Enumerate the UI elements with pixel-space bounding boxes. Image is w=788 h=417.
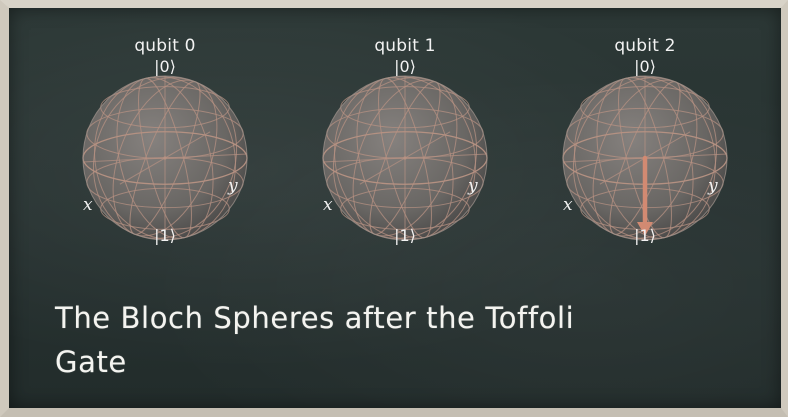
qubit-2-ket-one: |1⟩ (634, 226, 656, 245)
bloch-sphere-qubit-1: qubit 1 |0⟩ x y |1⟩ (305, 30, 505, 260)
qubit-0-ket-zero: |0⟩ (154, 57, 176, 76)
qubit-1-ket-one: |1⟩ (394, 226, 416, 245)
qubit-2-y-axis-label: y (708, 176, 718, 196)
qubit-1-sphere (322, 75, 488, 241)
sphere-outline (82, 75, 248, 241)
qubit-2-sphere (562, 75, 728, 241)
qubit-2-x-axis-label: x (563, 195, 573, 215)
bloch-sphere-qubit-0: qubit 0 |0⟩ x y |1⟩ (65, 30, 265, 260)
qubit-0-y-axis-label: y (228, 176, 238, 196)
sphere-center (163, 156, 167, 160)
qubit-2-title: qubit 2 (614, 36, 676, 56)
qubit-1-y-axis-label: y (468, 176, 478, 196)
qubit-0-x-axis-label: x (83, 195, 93, 215)
qubit-1-ket-zero: |0⟩ (394, 57, 416, 76)
qubit-0-sphere (82, 75, 248, 241)
sphere-center (403, 156, 407, 160)
qubit-1-title: qubit 1 (374, 36, 436, 56)
sphere-outline (562, 75, 728, 241)
qubit-0-title: qubit 0 (134, 36, 196, 56)
sphere-outline (322, 75, 488, 241)
caption-line-1: The Bloch Spheres after the Toffoli (55, 301, 575, 335)
caption: The Bloch Spheres after the Toffoli Gate (55, 296, 735, 384)
qubit-0-ket-one: |1⟩ (154, 226, 176, 245)
qubit-2-ket-zero: |0⟩ (634, 57, 656, 76)
state-vector-arrowhead (637, 222, 653, 236)
bloch-sphere-qubit-2: qubit 2 |0⟩ x y |1⟩ (545, 30, 745, 260)
caption-line-2: Gate (55, 345, 127, 379)
qubit-1-x-axis-label: x (323, 195, 333, 215)
